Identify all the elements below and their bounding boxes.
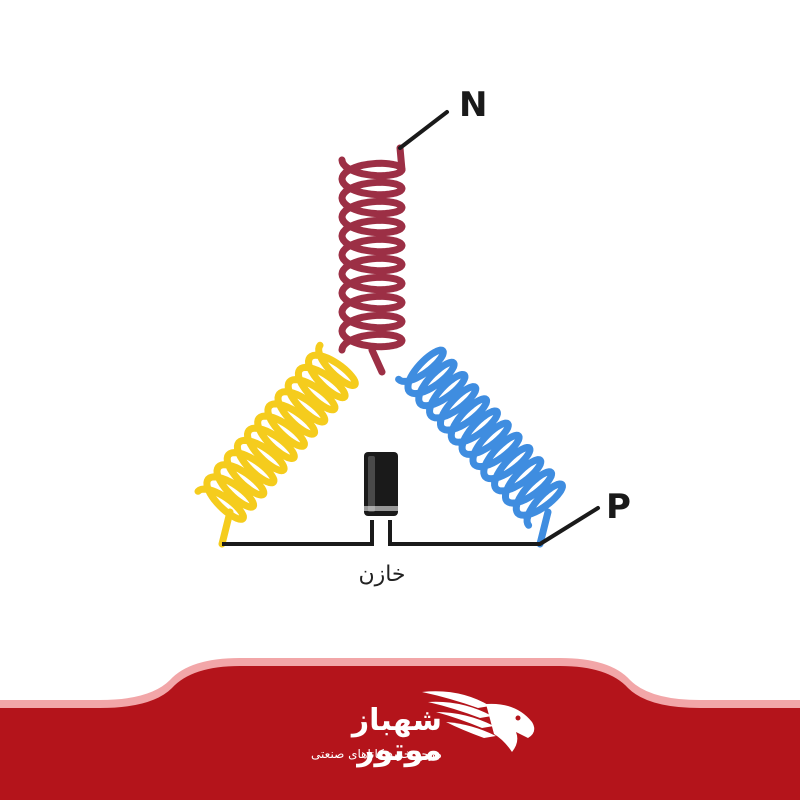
brand-name: شهباز موتور <box>351 703 443 768</box>
top-coil-spring <box>338 156 406 354</box>
footer-band <box>0 658 800 800</box>
brand-tagline: مرجع خرید کاناهای صنعتی <box>311 747 442 761</box>
right-winding-coil <box>395 346 566 529</box>
capacitor-icon <box>364 452 398 516</box>
terminal-p-label: P <box>606 487 631 527</box>
capacitor-left-wire <box>222 520 374 546</box>
right-coil-base-lead <box>536 508 552 548</box>
footer-band-fill <box>0 666 800 800</box>
eagle-head-logo-icon <box>422 691 535 752</box>
top-winding-coil <box>338 156 406 354</box>
right-coil-spring <box>395 346 566 529</box>
top-coil-bottom-lead <box>368 346 386 376</box>
left-coil-spring <box>194 341 359 523</box>
terminal-n-label: N <box>459 85 488 125</box>
capacitor-right-wire <box>388 520 540 546</box>
capacitor-label: خازن <box>358 562 406 587</box>
left-winding-coil <box>194 341 359 523</box>
n-lead-wire <box>398 110 449 150</box>
p-lead-wire <box>538 506 600 546</box>
